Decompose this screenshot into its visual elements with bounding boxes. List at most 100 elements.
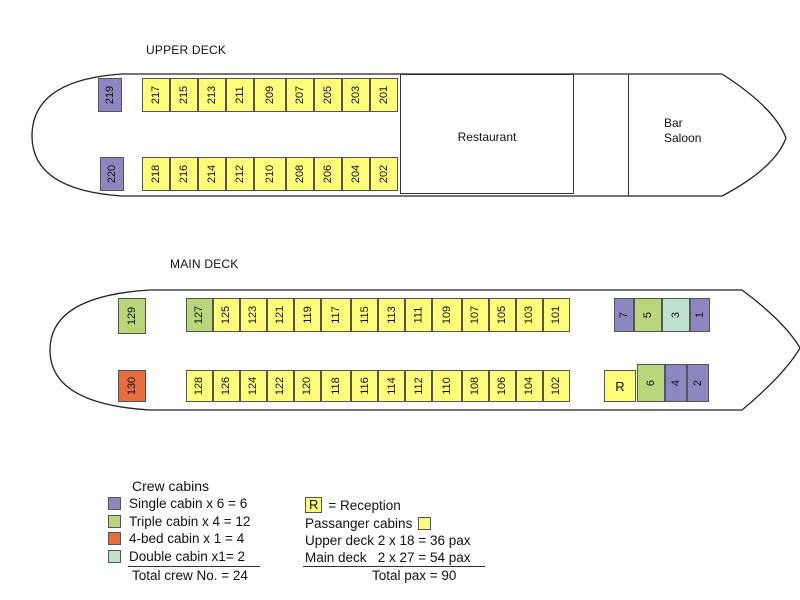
cabin-number: 125: [220, 305, 233, 325]
cabin-106[interactable]: 106: [489, 370, 516, 402]
crew-total-rule: [128, 566, 260, 567]
main-deck-count: Main deck 2 x 27 = 54 pax: [305, 550, 471, 565]
cabin-104[interactable]: 104: [516, 370, 543, 402]
cabin-215[interactable]: 215: [170, 78, 198, 112]
cabin-125[interactable]: 125: [213, 298, 240, 332]
cabin-105[interactable]: 105: [489, 298, 516, 332]
legend-triple-text: Triple cabin x 4 = 12: [129, 514, 251, 529]
cabin-121[interactable]: 121: [267, 298, 294, 332]
cabin-212[interactable]: 212: [226, 157, 254, 191]
cabin-213[interactable]: 213: [198, 78, 226, 112]
cabin-219[interactable]: 219: [98, 78, 122, 112]
cabin-101[interactable]: 101: [543, 298, 570, 332]
cabin-129[interactable]: 129: [118, 298, 146, 334]
cabin-number: 209: [263, 85, 276, 105]
cabin-number: 207: [293, 85, 306, 105]
cabin-119[interactable]: 119: [294, 298, 321, 332]
restaurant-label: Restaurant: [457, 130, 517, 144]
cabin-number: 103: [523, 305, 536, 325]
cabin-number: 218: [149, 164, 162, 184]
cabin-206[interactable]: 206: [314, 157, 342, 191]
cabin-4[interactable]: 4: [665, 364, 687, 402]
cabin-1[interactable]: 1: [690, 298, 710, 332]
cabin-number: 106: [496, 376, 509, 396]
cabin-115[interactable]: 115: [351, 298, 378, 332]
legend-reception: R = Reception: [305, 497, 401, 513]
cabin-207[interactable]: 207: [286, 78, 314, 112]
cabin-number: 124: [247, 376, 260, 396]
cabin-217[interactable]: 217: [142, 78, 170, 112]
cabin-6[interactable]: 6: [637, 364, 665, 402]
cabin-130[interactable]: 130: [118, 370, 146, 402]
cabin-124[interactable]: 124: [240, 370, 267, 402]
cabin-number: 204: [349, 164, 362, 184]
cabin-number: 214: [205, 164, 218, 184]
cabin-107[interactable]: 107: [462, 298, 489, 332]
cabin-109[interactable]: 109: [432, 298, 462, 332]
cabin-number: 126: [220, 376, 233, 396]
upper-deck-count: Upper deck 2 x 18 = 36 pax: [305, 533, 471, 548]
cabin-114[interactable]: 114: [378, 370, 405, 402]
cabin-117[interactable]: 117: [321, 298, 351, 332]
cabin-218[interactable]: 218: [142, 157, 170, 191]
reception-desk[interactable]: R: [604, 370, 636, 402]
legend-four-bed-text: 4-bed cabin x 1 = 4: [129, 531, 245, 546]
cabin-203[interactable]: 203: [342, 78, 370, 112]
cabin-103[interactable]: 103: [516, 298, 543, 332]
cabin-126[interactable]: 126: [213, 370, 240, 402]
cabin-number: 119: [301, 306, 314, 324]
cabin-5[interactable]: 5: [634, 298, 662, 332]
cabin-216[interactable]: 216: [170, 157, 198, 191]
cabin-220[interactable]: 220: [100, 157, 124, 191]
cabin-116[interactable]: 116: [351, 370, 378, 402]
cabin-108[interactable]: 108: [462, 370, 489, 402]
cabin-210[interactable]: 210: [254, 157, 286, 191]
cabin-118[interactable]: 118: [321, 370, 351, 402]
cabin-112[interactable]: 112: [405, 370, 432, 402]
cabin-number: 128: [193, 376, 206, 396]
cabin-202[interactable]: 202: [370, 157, 398, 191]
single-swatch: [108, 497, 121, 510]
cabin-214[interactable]: 214: [198, 157, 226, 191]
cabin-204[interactable]: 204: [342, 157, 370, 191]
main-deck-hull: [49, 289, 800, 411]
cabin-number: 216: [177, 164, 190, 184]
cabin-number: 118: [329, 377, 342, 395]
main-deck-label: MAIN DECK: [170, 257, 239, 271]
cabin-number: 110: [440, 377, 453, 395]
cabin-number: 114: [385, 377, 398, 395]
legend-single-text: Single cabin x 6 = 6: [129, 496, 248, 511]
cabin-number: 206: [321, 164, 334, 184]
cabin-120[interactable]: 120: [294, 370, 321, 402]
cabin-number: 208: [293, 164, 306, 184]
cabin-3[interactable]: 3: [662, 298, 690, 332]
cabin-201[interactable]: 201: [370, 78, 398, 112]
legend-four-bed: 4-bed cabin x 1 = 4: [108, 531, 244, 546]
passenger-title: Passanger cabins: [305, 516, 413, 531]
cabin-122[interactable]: 122: [267, 370, 294, 402]
crew-cabins-title: Crew cabins: [132, 478, 210, 494]
cabin-128[interactable]: 128: [186, 370, 213, 402]
cabin-111[interactable]: 111: [405, 298, 432, 332]
cabin-2[interactable]: 2: [687, 364, 709, 402]
cabin-123[interactable]: 123: [240, 298, 267, 332]
legend-passenger: Passanger cabins: [305, 516, 432, 531]
cabin-127[interactable]: 127: [186, 298, 213, 332]
cabin-211[interactable]: 211: [226, 78, 254, 112]
cabin-113[interactable]: 113: [378, 298, 405, 332]
cabin-number: 201: [377, 85, 390, 105]
cabin-number: 215: [177, 85, 190, 105]
cabin-110[interactable]: 110: [432, 370, 462, 402]
cabin-208[interactable]: 208: [286, 157, 314, 191]
cabin-205[interactable]: 205: [314, 78, 342, 112]
cabin-209[interactable]: 209: [254, 78, 286, 112]
cabin-number: 122: [274, 376, 287, 396]
restaurant[interactable]: [400, 74, 574, 194]
cabin-number: 121: [274, 305, 287, 325]
cabin-number: 108: [469, 376, 482, 396]
cabin-number: 1: [694, 311, 706, 319]
cabin-7[interactable]: 7: [614, 298, 634, 332]
cabin-102[interactable]: 102: [543, 370, 570, 402]
crew-total: Total crew No. = 24: [132, 568, 248, 583]
